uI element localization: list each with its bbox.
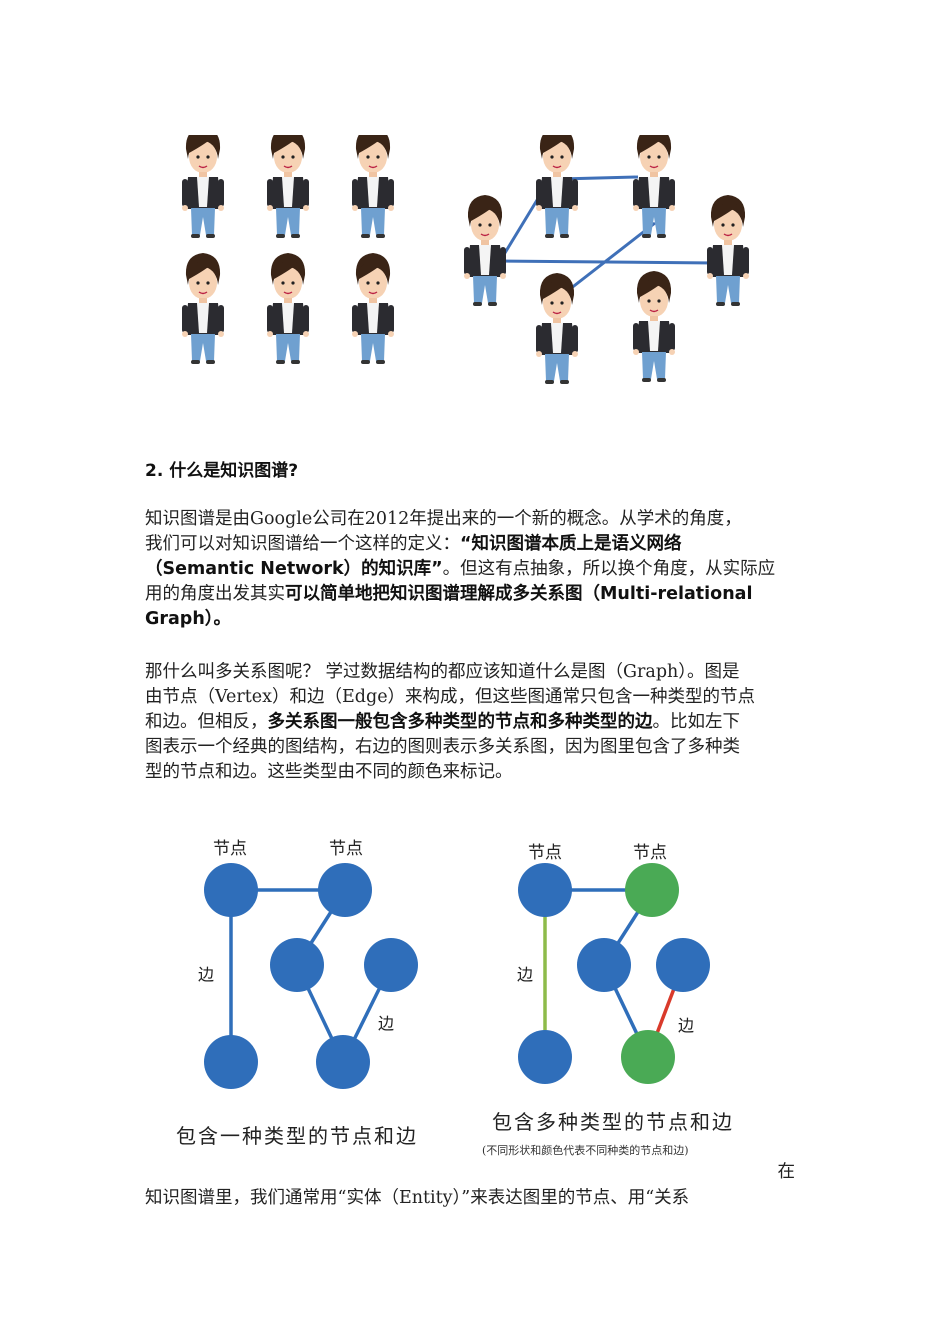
para3-line1: 知识图谱里，我们通常用“实体（Entity）”来表达图里的节点、用“关系 bbox=[145, 1188, 690, 1208]
graph-comparison-figure bbox=[204, 863, 710, 1089]
para2-line2: 由节点（Vertex）和边（Edge）来构成，但这些图通常只包含一种类型的节点 bbox=[145, 687, 756, 707]
node bbox=[656, 938, 710, 992]
left-node-label-2: 节点 bbox=[329, 839, 363, 859]
right-node-label-1: 节点 bbox=[528, 843, 562, 863]
para1-line4: 用的角度出发其实可以简单地把知识图谱理解成多关系图（Multi-relation… bbox=[145, 584, 753, 604]
node bbox=[518, 863, 572, 917]
para1-line5: Graph）。 bbox=[145, 609, 232, 629]
node bbox=[316, 1035, 370, 1089]
node bbox=[318, 863, 372, 917]
para1-line1: 知识图谱是由Google公司在2012年提出来的一个新的概念。从学术的角度， bbox=[145, 509, 742, 529]
right-graph-nodes bbox=[518, 863, 710, 1084]
node bbox=[518, 1030, 572, 1084]
node bbox=[621, 1030, 675, 1084]
para2-line1: 那什么叫多关系图呢？ 学过数据结构的都应该知道什么是图（Graph）。图是 bbox=[145, 662, 740, 682]
node bbox=[364, 938, 418, 992]
left-figure-caption: 包含一种类型的节点和边 bbox=[176, 1124, 418, 1148]
para2-line4: 图表示一个经典的图结构，右边的图则表示多关系图，因为图里包含了多种类 bbox=[145, 737, 740, 757]
inline-word: 在 bbox=[777, 1162, 796, 1182]
left-graph-nodes bbox=[204, 863, 418, 1089]
paragraph-entity: 知识图谱里，我们通常用“实体（Entity）”来表达图里的节点、用“关系 bbox=[145, 1186, 807, 1211]
paragraph-definition: 知识图谱是由Google公司在2012年提出来的一个新的概念。从学术的角度， 我… bbox=[145, 507, 807, 632]
paragraph-multi-relational: 那什么叫多关系图呢？ 学过数据结构的都应该知道什么是图（Graph）。图是 由节… bbox=[145, 660, 807, 785]
left-edge-label-1: 边 bbox=[198, 965, 215, 984]
node bbox=[204, 863, 258, 917]
right-node-label-2: 节点 bbox=[633, 843, 667, 863]
left-node-label-1: 节点 bbox=[213, 839, 247, 859]
para1-line3: （Semantic Network）的知识库”。但这有点抽象，所以换个角度，从实… bbox=[145, 559, 776, 579]
node bbox=[625, 863, 679, 917]
node bbox=[577, 938, 631, 992]
para1-line2: 我们可以对知识图谱给一个这样的定义：“知识图谱本质上是语义网络 bbox=[145, 534, 682, 554]
right-edge-label-2: 边 bbox=[678, 1016, 695, 1035]
node bbox=[270, 938, 324, 992]
para2-line3: 和边。但相反，多关系图一般包含多种类型的节点和多种类型的边。比如左下 bbox=[145, 712, 740, 732]
node bbox=[204, 1035, 258, 1089]
right-figure-caption: 包含多种类型的节点和边 bbox=[492, 1110, 734, 1134]
right-figure-subcaption: (不同形状和颜色代表不同种类的节点和边) bbox=[482, 1144, 689, 1157]
para2-line5: 型的节点和边。这些类型由不同的颜色来标记。 bbox=[145, 762, 513, 782]
left-edge-label-2: 边 bbox=[378, 1014, 395, 1033]
section-heading: 2. 什么是知识图谱? bbox=[145, 461, 299, 481]
right-edge-label-1: 边 bbox=[517, 965, 534, 984]
people-network-figure bbox=[150, 135, 750, 405]
